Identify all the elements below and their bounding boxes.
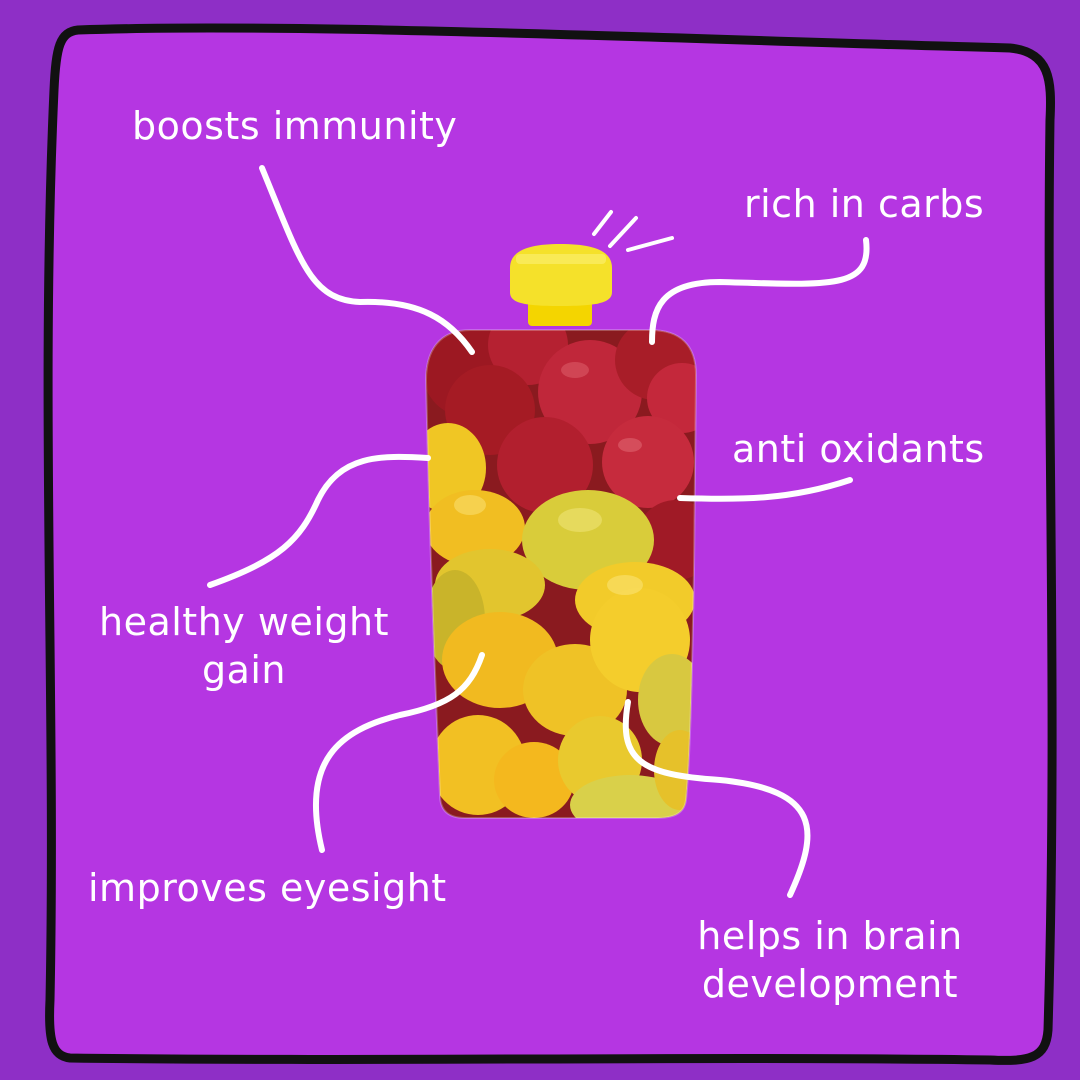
benefit-label-weight: healthy weight gain: [99, 600, 389, 692]
connector-antioxidants: [677, 477, 853, 502]
connector-carbs: [649, 237, 870, 345]
connector-eyesight: [312, 652, 485, 853]
connector-brain: [622, 699, 811, 898]
benefit-label-brain: helps in brain development: [697, 914, 963, 1006]
benefit-label-antioxidants: anti oxidants: [732, 427, 985, 471]
mangoes: [426, 423, 696, 818]
benefit-label-carbs: rich in carbs: [744, 182, 985, 226]
pouch-cap: [510, 244, 612, 326]
apples: [426, 330, 696, 580]
sparkle-lines: [592, 210, 674, 252]
benefit-label-immunity: boosts immunity: [132, 104, 458, 148]
pouch-body: [426, 330, 696, 818]
connector-immunity: [259, 165, 475, 355]
benefit-label-eyesight: improves eyesight: [88, 866, 447, 910]
connector-weight: [207, 453, 431, 588]
